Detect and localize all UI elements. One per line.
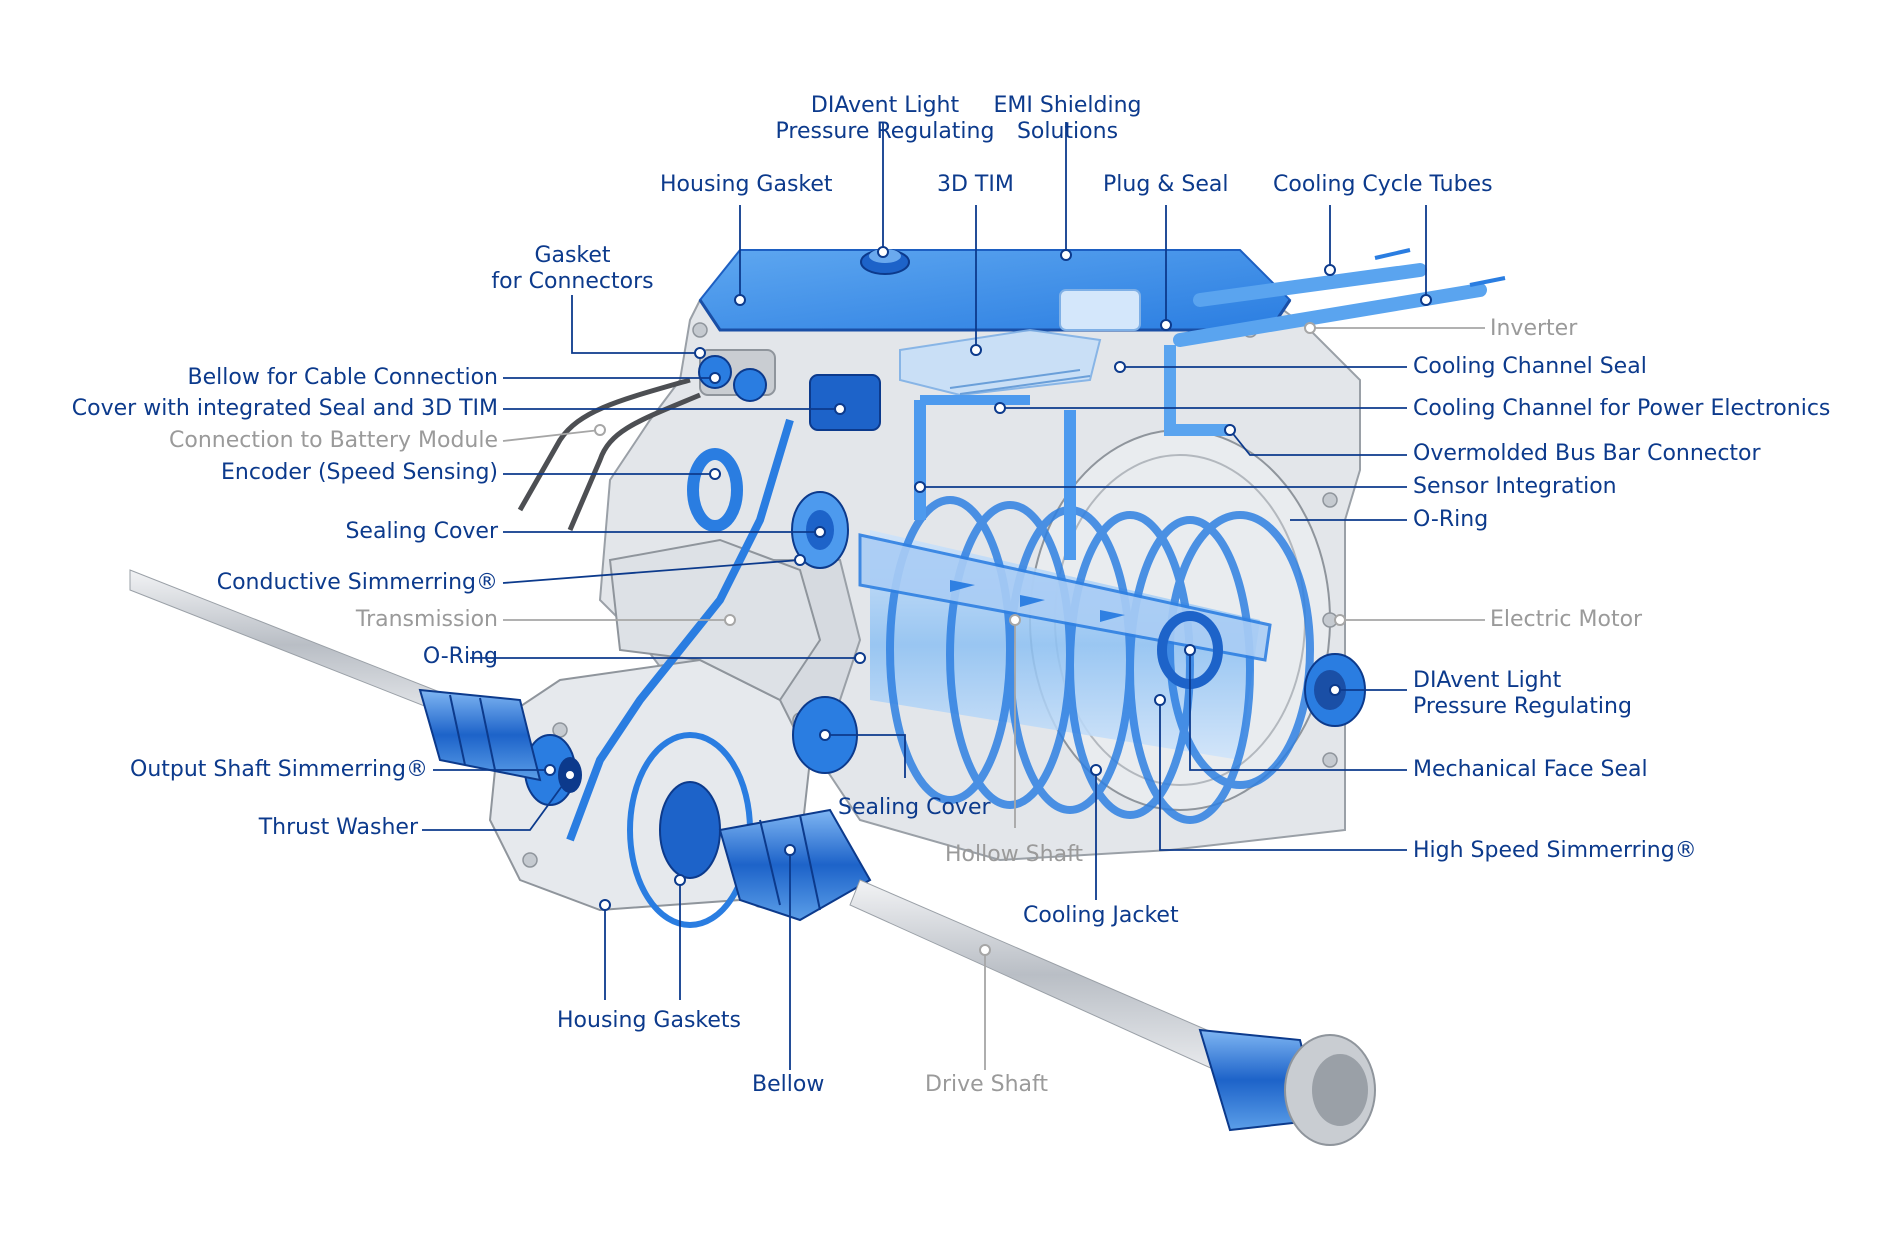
connector-block [698, 349, 881, 431]
label-3d-tim: 3D TIM [937, 172, 1014, 197]
label-plug-seal: Plug & Seal [1103, 172, 1229, 197]
label-housing-gasket: Housing Gasket [660, 172, 833, 197]
label-housing-gaskets: Housing Gaskets [557, 1008, 741, 1033]
label-sealing-cover-mid: Sealing Cover [838, 795, 991, 820]
inverter-cover [698, 249, 1292, 332]
label-high-speed-simmerring: High Speed Simmerring® [1413, 838, 1697, 863]
label-diavent-right: DIAvent Light Pressure Regulating [1413, 668, 1632, 720]
label-cooling-channel-seal: Cooling Channel Seal [1413, 354, 1647, 379]
label-bellow-cable: Bellow for Cable Connection [187, 365, 498, 390]
label-drive-shaft: Drive Shaft [925, 1072, 1049, 1097]
label-battery-connection: Connection to Battery Module [169, 428, 498, 453]
label-hollow-shaft: Hollow Shaft [945, 842, 1084, 867]
leader-lines [422, 122, 1485, 1070]
label-electric-motor: Electric Motor [1490, 607, 1643, 632]
leader-dots-grey [594, 322, 1346, 956]
label-o-ring-right: O-Ring [1413, 507, 1489, 532]
label-emi-shielding: EMI Shielding Solutions [985, 93, 1150, 145]
drive-shaft [129, 569, 1376, 1146]
label-transmission: Transmission [355, 607, 498, 632]
label-thrust-washer: Thrust Washer [258, 815, 418, 840]
label-mechanical-face-seal: Mechanical Face Seal [1413, 757, 1648, 782]
label-cooling-cycle-tubes: Cooling Cycle Tubes [1273, 172, 1493, 197]
label-encoder: Encoder (Speed Sensing) [221, 460, 498, 485]
label-emi-line2: Solutions [1016, 119, 1119, 144]
label-diavent-top: DIAvent Light Pressure Regulating [770, 93, 1000, 145]
label-cooling-channel-pe: Cooling Channel for Power Electronics [1413, 396, 1831, 421]
label-diavent-top-line1: DIAvent Light [810, 93, 960, 118]
label-cooling-jacket: Cooling Jacket [1023, 903, 1179, 928]
label-output-shaft-simmerring: Output Shaft Simmerring® [130, 757, 428, 782]
label-diavent-right-line2: Pressure Regulating [1413, 694, 1632, 719]
leader-dots [544, 246, 1432, 911]
label-conductive-simmerring: Conductive Simmerring® [216, 570, 498, 595]
label-gasket-connectors: Gasket for Connectors [490, 243, 655, 295]
label-diavent-top-line2: Pressure Regulating [775, 119, 995, 144]
label-cover-seal-tim: Cover with integrated Seal and 3D TIM [71, 396, 498, 421]
label-sealing-cover-left: Sealing Cover [345, 519, 498, 544]
label-gasket-connectors-line1: Gasket [534, 243, 611, 268]
label-emi-line1: EMI Shielding [993, 93, 1142, 118]
label-gasket-connectors-line2: for Connectors [491, 269, 654, 294]
label-diavent-right-line1: DIAvent Light [1413, 668, 1562, 693]
label-sensor-integration: Sensor Integration [1413, 474, 1617, 499]
label-bus-bar: Overmolded Bus Bar Connector [1413, 441, 1761, 466]
label-inverter: Inverter [1490, 316, 1578, 341]
label-o-ring-left: O-Ring [422, 644, 498, 669]
label-bellow: Bellow [752, 1072, 825, 1097]
power-electronics-module [899, 289, 1141, 397]
